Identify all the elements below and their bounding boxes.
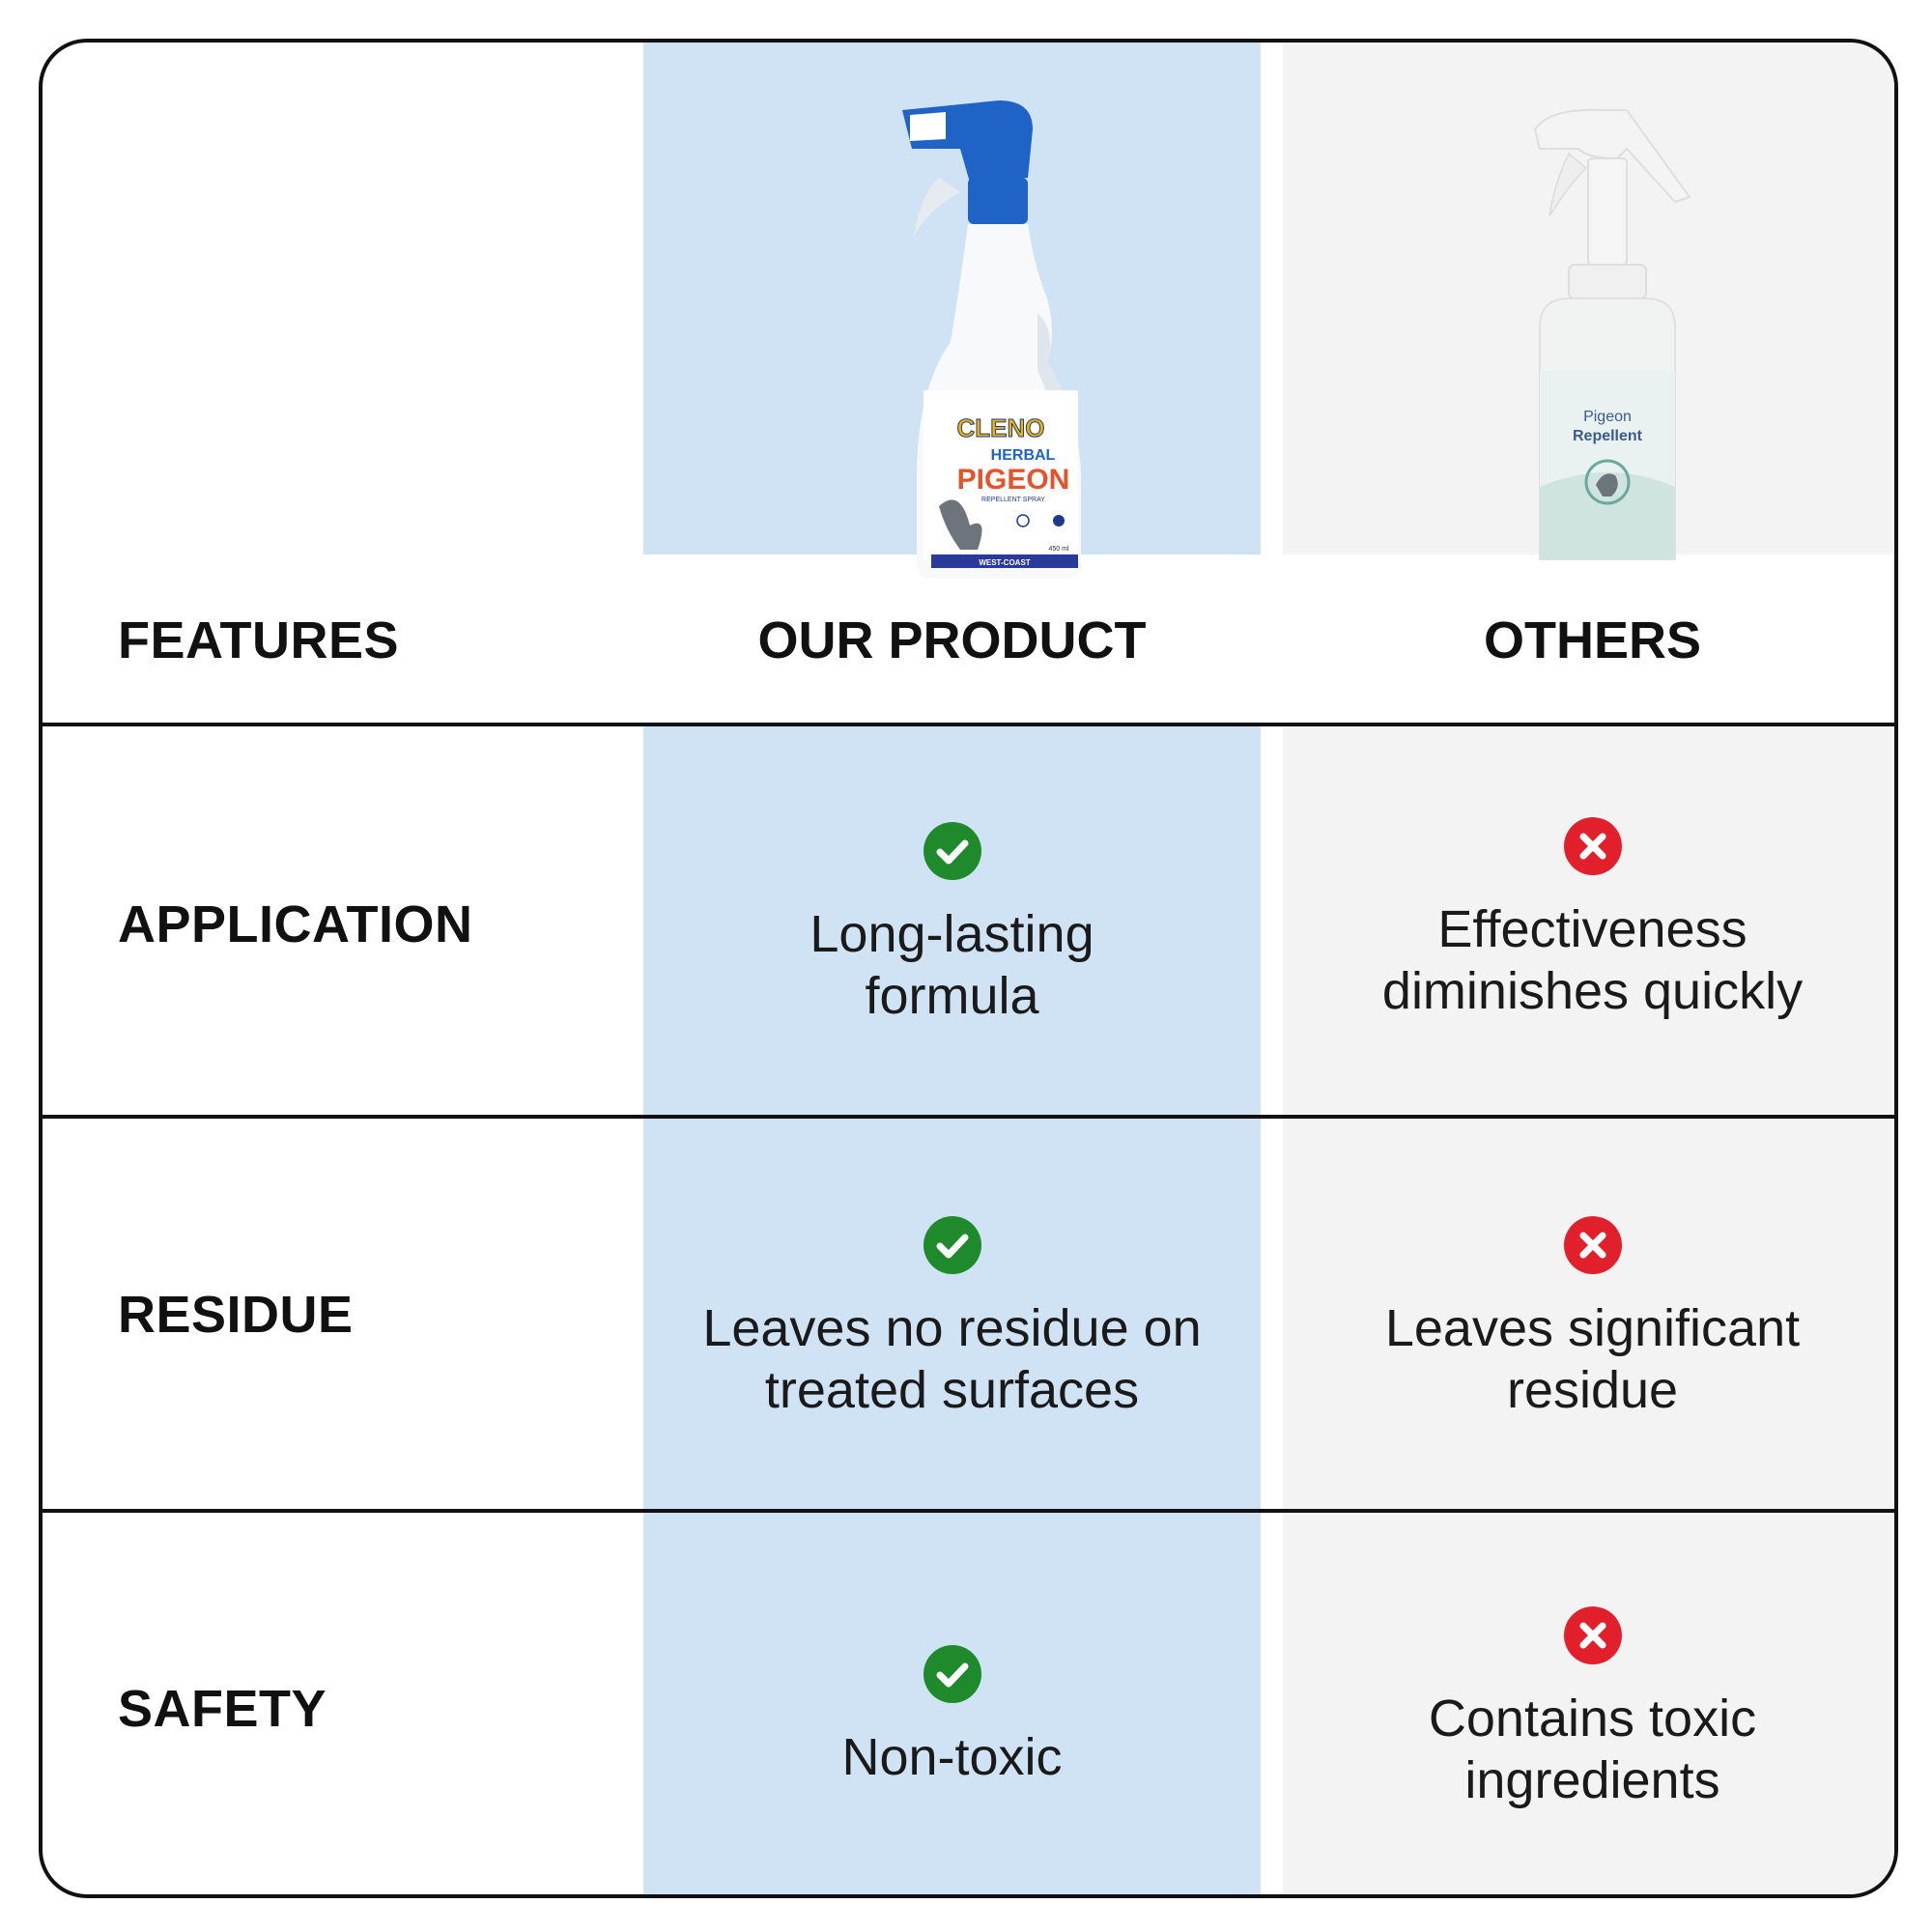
x-circle-icon: [1563, 1216, 1622, 1274]
safety-ours-cell: Non-toxic: [643, 1643, 1261, 1788]
features-header: FEATURES: [118, 611, 400, 669]
residue-others-cell: Leaves significant residue: [1283, 1214, 1894, 1421]
svg-text:REPELLENT SPRAY: REPELLENT SPRAY: [981, 497, 1045, 503]
svg-text:WEST-COAST: WEST-COAST: [979, 558, 1030, 567]
x-circle-icon: [1563, 817, 1622, 875]
svg-text:450 ml: 450 ml: [1048, 546, 1068, 553]
check-circle-icon: [923, 822, 981, 880]
safety-others-cell: Contains toxic ingredients: [1283, 1605, 1894, 1811]
pigeon-icon: [1596, 473, 1618, 497]
others-header: OTHERS: [1483, 611, 1702, 669]
check-circle-icon: [923, 1645, 981, 1703]
check-circle-icon: [923, 1216, 981, 1274]
application-ours-cell: Long-lasting formula: [643, 820, 1261, 1027]
pigeon-icon: [939, 499, 982, 550]
residue-ours-cell: Leaves no residue on treated surfaces: [643, 1214, 1261, 1421]
svg-text:Repellent: Repellent: [1573, 428, 1643, 444]
svg-text:PIGEON: PIGEON: [957, 464, 1070, 496]
row-label-application: APPLICATION: [118, 895, 473, 953]
our-product-bottle-image: CLENO HERBAL PIGEON REPELLENT SPRAY 450 …: [902, 100, 1081, 579]
x-circle-icon: [1563, 1606, 1622, 1664]
application-others-cell: Effectiveness diminishes quickly: [1283, 815, 1894, 1022]
row-label-residue: RESIDUE: [118, 1286, 354, 1344]
our-product-header: OUR PRODUCT: [757, 611, 1147, 669]
comparison-table: CLENO HERBAL PIGEON REPELLENT SPRAY 450 …: [39, 39, 1898, 1898]
svg-text:Pigeon: Pigeon: [1583, 409, 1632, 425]
svg-text:HERBAL: HERBAL: [991, 447, 1056, 464]
row-label-safety: SAFETY: [118, 1680, 327, 1738]
others-product-bottle-image: Pigeon Repellent: [1533, 108, 1691, 560]
brand-logo-text: CLENO: [957, 413, 1045, 442]
